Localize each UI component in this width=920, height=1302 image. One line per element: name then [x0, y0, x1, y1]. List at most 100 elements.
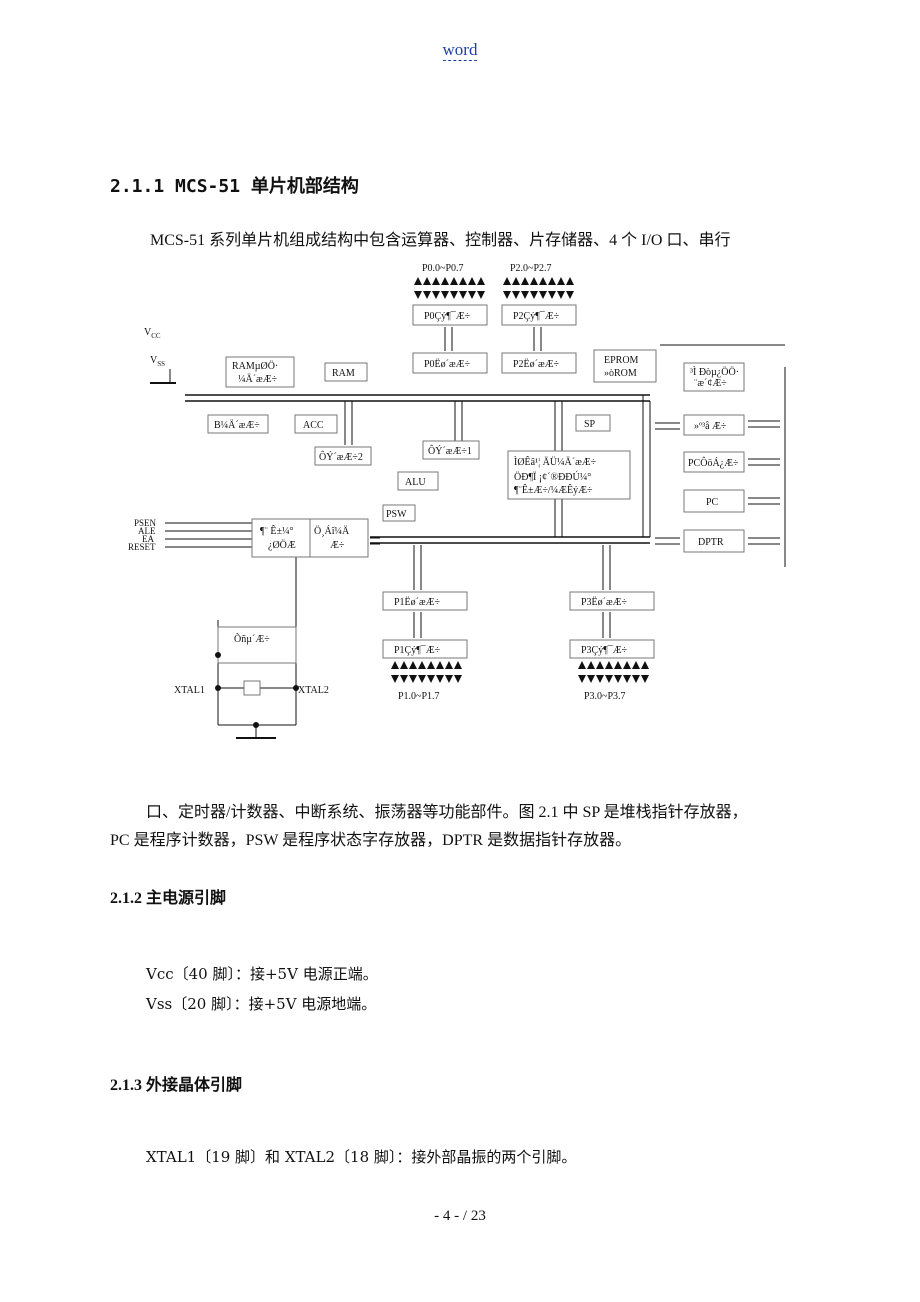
pin-up-icon [432, 277, 440, 285]
pin-up-icon [632, 661, 640, 669]
ram-addr-label: RAMµØÖ· [232, 360, 278, 372]
vss-label: VSS [150, 355, 165, 368]
pin-down-icon [623, 675, 631, 683]
psw-label: PSW [386, 509, 407, 520]
pin-up-icon [414, 277, 422, 285]
temp1-label: ÔÝ´æÆ÷1 [428, 445, 472, 457]
pin-up-icon [436, 661, 444, 669]
instr-reg-label-2: Æ÷ [330, 540, 345, 551]
p1-driver: P1Çý¶¯Æ÷ [394, 645, 441, 656]
pin-down-icon [632, 675, 640, 683]
pin-down-icon [521, 291, 529, 299]
pin-up-icon [427, 661, 435, 669]
sp-label: SP [584, 419, 596, 430]
instr-reg-label: Ö¸Áî¼Ä [314, 525, 350, 537]
page-number: - 4 - / 23 [434, 1208, 486, 1224]
eprom-label: EPROM [604, 355, 639, 366]
timing-ctrl-label-2: ¿ØÖÆ [268, 539, 296, 551]
ea-pin: EA [142, 534, 154, 544]
pin-up-icon [423, 277, 431, 285]
prog-addr-label: ³Ì Ðòµ¿ÖÖ· [690, 366, 739, 378]
pin-up-icon [454, 661, 462, 669]
section-title-2-1-2: 2.1.2 主电源引脚 [110, 890, 227, 907]
dptr-label: DPTR [698, 537, 724, 548]
p2-driver: P2Çý¶¯Æ÷ [513, 311, 560, 322]
xtal2-label: XTAL2 [298, 685, 329, 696]
p1-latch: P1Ëø´æÆ÷ [394, 596, 441, 608]
header-word-link[interactable]: word [442, 40, 478, 61]
pin-up-icon [459, 277, 467, 285]
pin-up-icon [503, 277, 511, 285]
pin-down-icon [605, 675, 613, 683]
timing-ctrl-label: ¶¨ Ê±¼° [260, 525, 293, 537]
pin-down-icon [445, 675, 453, 683]
pin-up-icon [521, 277, 529, 285]
pin-down-icon [596, 675, 604, 683]
pin-down-icon [548, 291, 556, 299]
p0-pins-label: P0.0~P0.7 [422, 263, 464, 274]
pin-up-icon [391, 661, 399, 669]
page-header: word [0, 40, 920, 61]
pin-up-icon [418, 661, 426, 669]
pin-down-icon [566, 291, 574, 299]
pin-down-icon [468, 291, 476, 299]
pin-down-icon [414, 291, 422, 299]
pin-up-icon [477, 277, 485, 285]
pin-down-icon [441, 291, 449, 299]
pin-down-icon [418, 675, 426, 683]
reset-pin: RESET [128, 542, 156, 552]
pin-up-icon [623, 661, 631, 669]
pc-label: PC [706, 497, 719, 508]
pin-up-icon [605, 661, 613, 669]
pin-up-icon [441, 277, 449, 285]
pin-down-icon [432, 291, 440, 299]
pin-down-icon [436, 675, 444, 683]
p3-latch: P3Ëø´æÆ÷ [581, 596, 628, 608]
pin-down-icon [641, 675, 649, 683]
ram-label: RAM [332, 368, 355, 379]
pin-down-icon [400, 675, 408, 683]
buffer-label: »º³å Æ÷ [694, 421, 727, 432]
p1-pins-label: P1.0~P1.7 [398, 691, 440, 702]
vss-pin-line: Vss〔20 脚〕：接+5V 电源地端。 [146, 995, 377, 1013]
pin-up-icon [578, 661, 586, 669]
pin-up-icon [641, 661, 649, 669]
pin-down-icon [450, 291, 458, 299]
pin-up-icon [400, 661, 408, 669]
pin-down-icon [477, 291, 485, 299]
paragraph-2-line-1: 口、定时器/计数器、中断系统、振荡器等功能部件。图 2.1 中 SP 是堆栈指针… [146, 804, 748, 821]
pin-up-icon [409, 661, 417, 669]
pin-down-icon [578, 675, 586, 683]
alu-label: ALU [405, 477, 426, 488]
acc-label: ACC [303, 420, 324, 431]
pin-up-icon [587, 661, 595, 669]
pin-up-icon [596, 661, 604, 669]
pc-inc-label: PCÔöÁ¿Æ÷ [688, 457, 739, 469]
section-title-2-1-1: 2.1.1 MCS-51 单片机部结构 [110, 176, 359, 197]
pin-up-icon [614, 661, 622, 669]
pin-down-icon [512, 291, 520, 299]
pin-up-icon [512, 277, 520, 285]
pin-down-icon [614, 675, 622, 683]
pin-up-icon [539, 277, 547, 285]
pin-down-icon [530, 291, 538, 299]
pin-down-icon [503, 291, 511, 299]
p3-pins-label: P3.0~P3.7 [584, 691, 626, 702]
b-register: B¼Ä´æÆ÷ [214, 419, 260, 431]
section-title-2-1-3: 2.1.3 外接晶体引脚 [110, 1077, 243, 1094]
prog-addr-label-2: ¨æ´¢Æ÷ [694, 378, 727, 389]
pin-up-icon [557, 277, 565, 285]
paragraph-1: MCS-51 系列单片机组成结构中包含运算器、控制器、片存储器、4 个 I/O … [150, 232, 731, 249]
p0-driver: P0Çý¶¯Æ÷ [424, 311, 471, 322]
pin-up-icon [450, 277, 458, 285]
pin-up-icon [445, 661, 453, 669]
xtal1-label: XTAL1 [174, 685, 205, 696]
timer-label: ¶¨Ê±Æ÷/¼ÆÊýÆ÷ [514, 484, 593, 496]
vcc-pin-line: Vcc〔40 脚〕：接+5V 电源正端。 [146, 965, 378, 983]
p2-latch: P2Ëø´æÆ÷ [513, 358, 560, 370]
ale-pin: ALE [138, 526, 156, 536]
special-reg-label: ÌØÊâ¹¦ ÄÜ¼Ä´æÆ÷ [514, 456, 597, 468]
oscillator-label: Õñµ´Æ÷ [234, 633, 270, 645]
interrupt-label: ÖÐ¶Ï ¡¢´®ÐÐÚ¼° [514, 471, 591, 483]
pin-down-icon [391, 675, 399, 683]
